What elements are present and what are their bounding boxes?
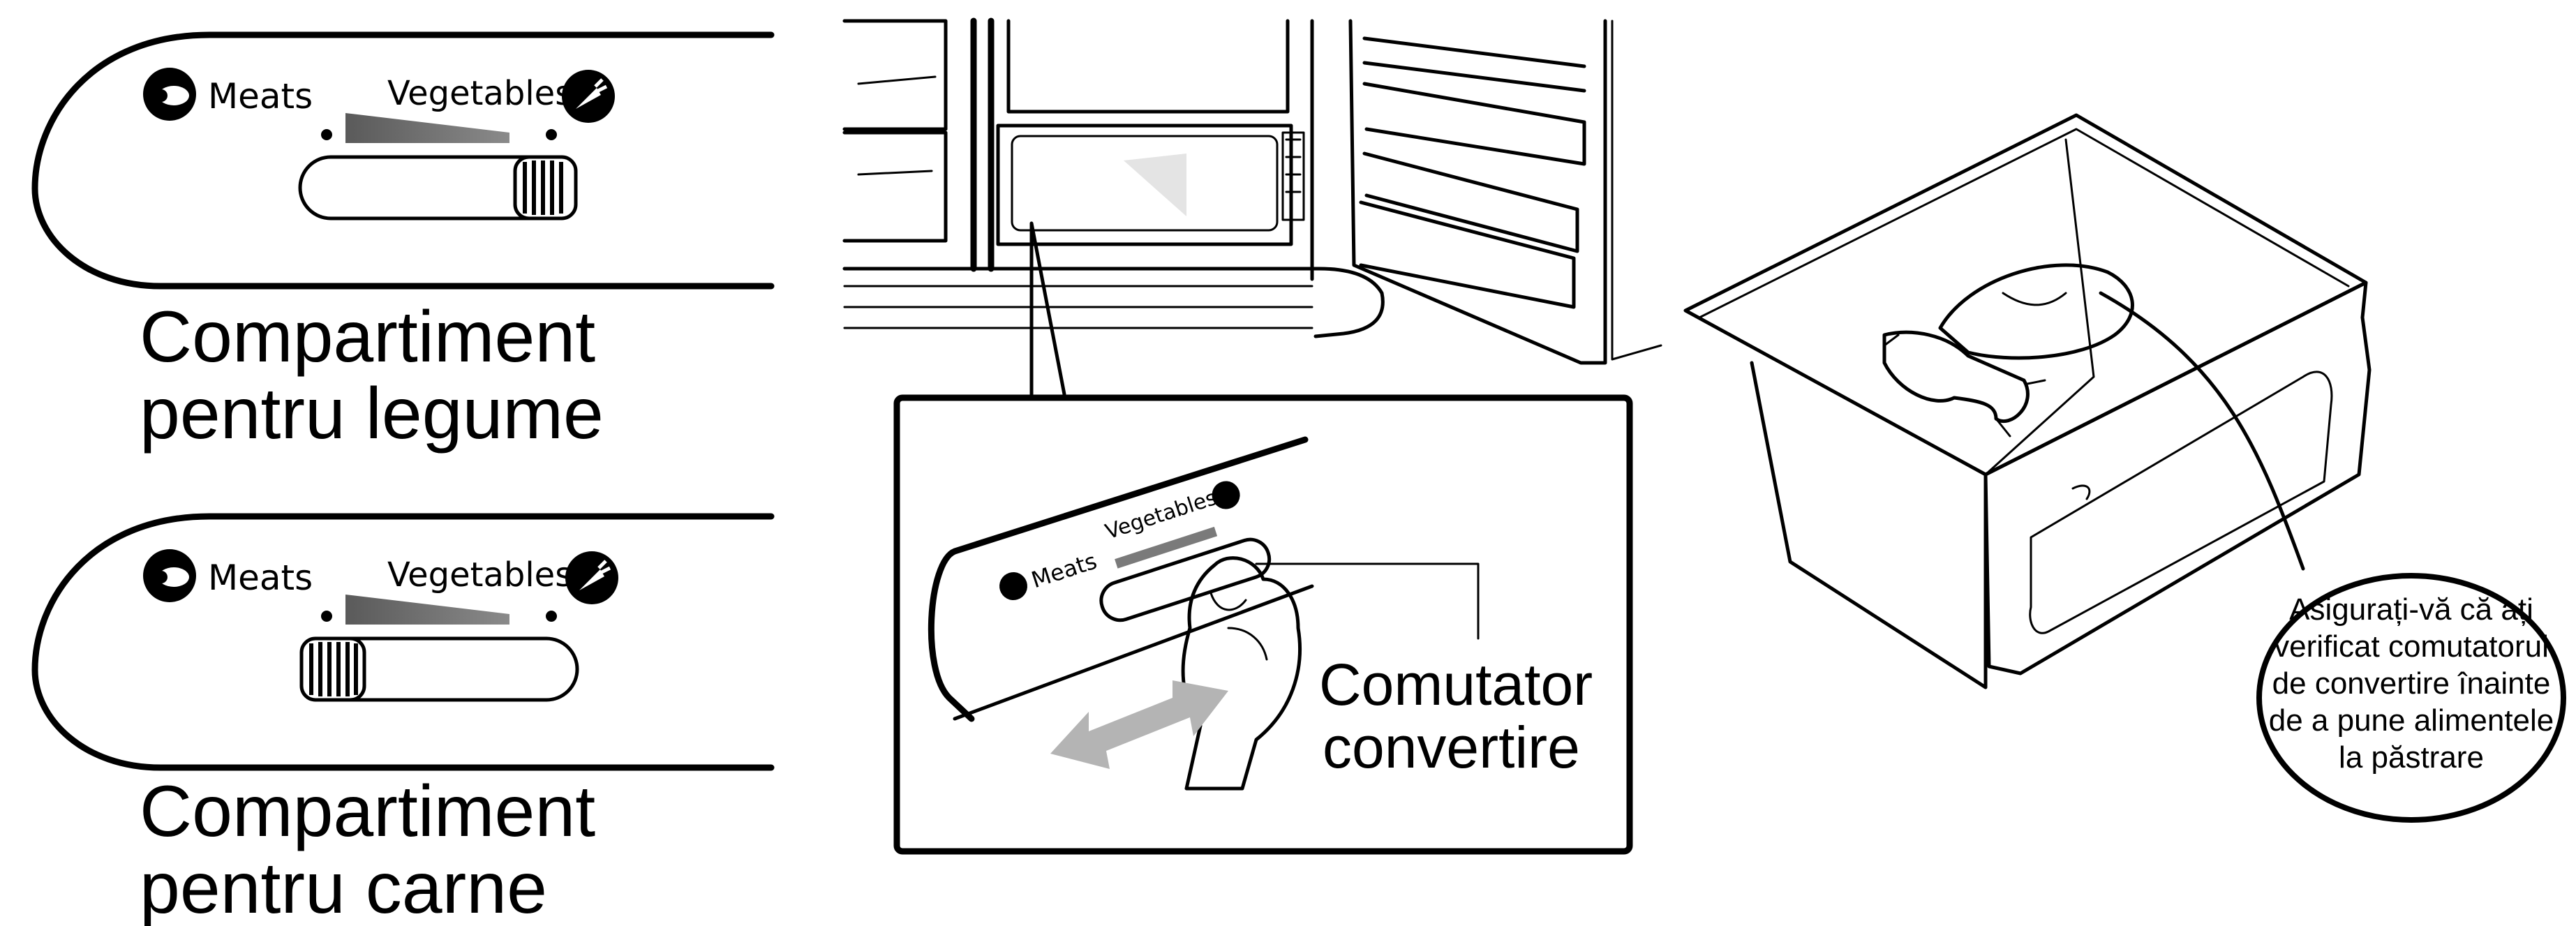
bubble-leader [2101, 293, 2303, 569]
crisper-drawer [998, 126, 1291, 244]
switch-knob [301, 639, 364, 700]
caption-line2: pentru carne [140, 848, 547, 926]
callout-leader [1256, 564, 1478, 639]
carrot-icon [565, 551, 618, 604]
double-arrow-icon [1050, 680, 1228, 769]
closeup-box: Meats Vegetables Comutator convertire [897, 398, 1630, 851]
vegetables-label: Vegetables [387, 555, 572, 595]
indicator-dot-left [321, 129, 332, 140]
zoom-connector [1032, 223, 1064, 394]
note-line2: verificat comutatorul [2274, 629, 2549, 664]
note-line4: de a pune alimentele [2269, 703, 2554, 738]
meats-label: Meats [208, 76, 313, 117]
hand-icon [1183, 558, 1300, 789]
panel-outline [35, 516, 771, 768]
panel-outline [35, 35, 771, 286]
caption-line2: pentru legume [140, 373, 604, 454]
carrot-icon [562, 70, 615, 123]
fish-icon [1884, 265, 2132, 436]
panel-meats: Meats Vegetables Compartiment pentru car… [35, 516, 771, 926]
level-bar [345, 595, 509, 625]
meat-icon [996, 569, 1031, 604]
panel-vegetables: Meats Vegetables Compartiment pentru leg… [35, 35, 771, 454]
callout-line1: Comutator [1319, 652, 1593, 717]
refrigerator-illustration [844, 21, 1661, 363]
callout-line2: convertire [1323, 715, 1580, 780]
caption-line1: Compartiment [140, 297, 595, 378]
vegetables-label: Vegetables [387, 74, 572, 113]
indicator-dot-right [546, 611, 557, 622]
meats-label: Meats [1028, 548, 1100, 594]
note-bubble: Asigurați-vă că ați verificat comutatoru… [2259, 576, 2563, 820]
meats-label: Meats [208, 558, 313, 598]
note-line1: Asigurați-vă că ați [2289, 592, 2533, 627]
note-line3: de convertire înainte [2272, 666, 2551, 701]
indicator-dot-right [546, 129, 557, 140]
level-bar [345, 113, 509, 143]
caption-line1: Compartiment [140, 771, 595, 852]
drawer-illustration [1685, 115, 2369, 687]
meat-icon [143, 68, 196, 121]
meat-icon [143, 549, 196, 602]
indicator-dot-left [321, 611, 332, 622]
switch-knob [515, 157, 576, 218]
note-line5: la păstrare [2339, 740, 2484, 775]
